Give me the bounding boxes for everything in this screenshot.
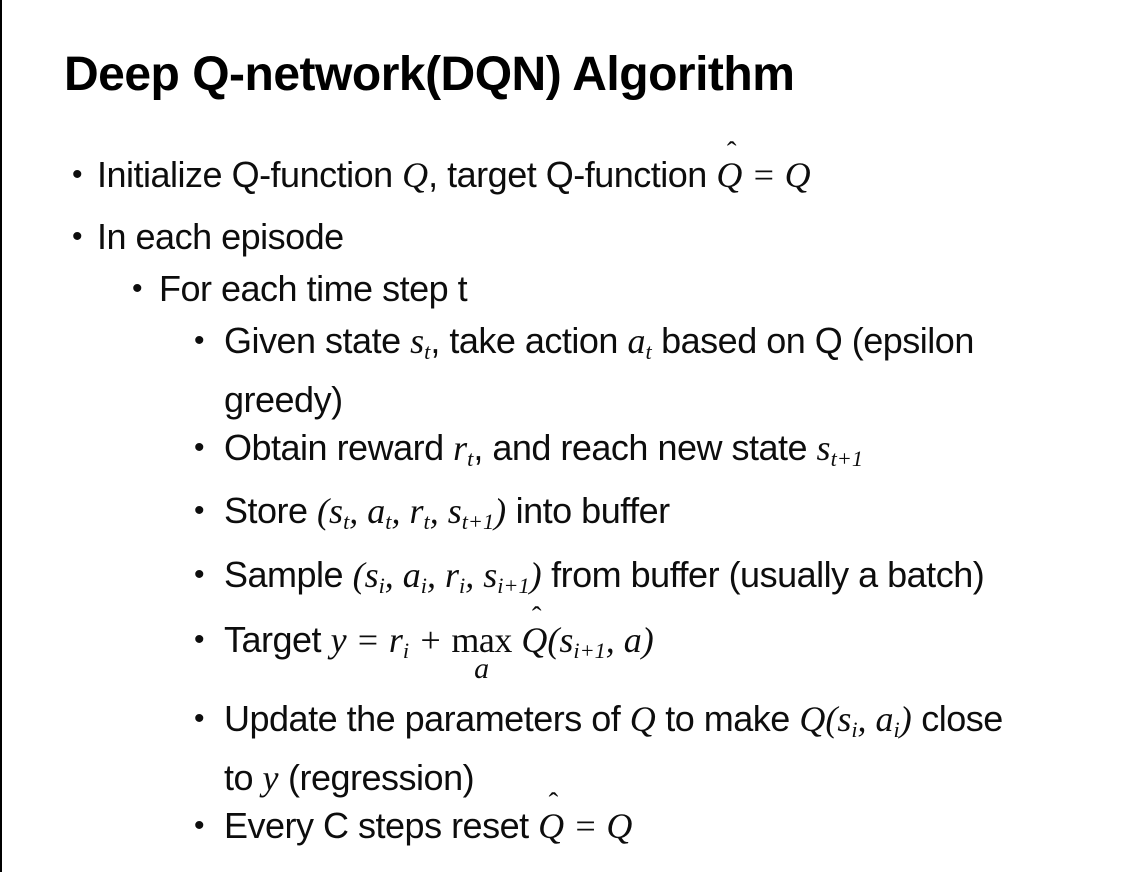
bullet-item: • Update the parameters of Q to make Q(si…: [2, 695, 1100, 802]
bullet-item: • Sample (si, ai, ri, si+1) from buffer (…: [2, 551, 1100, 610]
bullet-item: • For each time step t: [2, 265, 1100, 313]
bullet-dot: •: [194, 431, 205, 465]
bullet-text: For each time step t: [159, 268, 468, 309]
bullet-text: Update the parameters of Q to make Q(si,…: [224, 698, 1003, 799]
bullet-item: • In each episode: [2, 213, 1100, 261]
bullet-text: Sample (si, ai, ri, si+1) from buffer (u…: [224, 553, 985, 598]
bullet-dot: •: [72, 220, 83, 253]
bullet-dot: •: [194, 809, 205, 843]
bullet-list: • Initialize Q-function Q, target Q-funct…: [2, 137, 1124, 850]
bullet-text: Initialize Q-function Q, target Q-functi…: [97, 137, 811, 195]
bullet-text: Given state st, take action at based on …: [224, 320, 974, 421]
bullet-dot: •: [194, 702, 205, 736]
bullet-item: • Store (st, at, rt, st+1) into buffer: [2, 487, 1100, 546]
bullet-item: • Obtain reward rt, and reach new state s…: [2, 424, 1100, 483]
bullet-text: Obtain reward rt, and reach new state st…: [224, 427, 863, 472]
bullet-dot: •: [132, 272, 143, 305]
bullet-dot: •: [194, 494, 205, 528]
bullet-dot: •: [72, 158, 83, 191]
bullet-text: Store (st, at, rt, st+1) into buffer: [224, 490, 670, 535]
bullet-text: In each episode: [97, 216, 344, 257]
bullet-item: • Initialize Q-function Q, target Q-funct…: [2, 137, 1100, 199]
bullet-dot: •: [194, 557, 205, 591]
bullet-dot: •: [194, 622, 205, 656]
bullet-item: • Given state st, take action at based on…: [2, 317, 1100, 424]
bullet-dot: •: [194, 324, 205, 357]
slide-title: Deep Q-network(DQN) Algorithm: [64, 48, 795, 101]
